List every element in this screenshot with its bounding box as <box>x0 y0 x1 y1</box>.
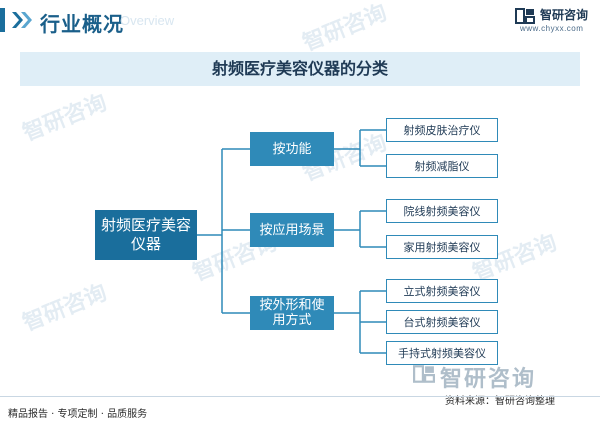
brand-url: www.chyxx.com <box>520 24 584 33</box>
root-node: 射频医疗美容仪器 <box>95 210 197 260</box>
leaf-node: 院线射频美容仪 <box>386 199 498 223</box>
brand-logo-icon <box>515 8 535 24</box>
leaf-node: 立式射频美容仪 <box>386 279 498 303</box>
category-node-form: 按外形和使用方式 <box>250 296 334 330</box>
header: 行业概况 Overview 智研咨询 www.chyxx.com <box>0 0 600 40</box>
page-subtitle-watermark: Overview <box>120 13 175 28</box>
double-chevron-icon <box>12 12 32 28</box>
category-node-function: 按功能 <box>250 132 334 166</box>
leaf-node: 家用射频美容仪 <box>386 235 498 259</box>
footer-logo-text: 智研咨询 <box>440 367 537 392</box>
leaf-node: 手持式射频美容仪 <box>386 341 498 365</box>
source-note: 资料来源：智研咨询整理 <box>445 396 555 407</box>
leaf-node: 射频减脂仪 <box>386 154 498 178</box>
page-title: 行业概况 <box>40 12 124 36</box>
header-accent-bar <box>0 8 5 32</box>
footer-tagline: 精品报告 · 专项定制 · 品质服务 <box>8 409 148 420</box>
footer-divider <box>0 396 600 397</box>
diagram-title-banner: 射频医疗美容仪器的分类 <box>20 52 580 86</box>
footer-logo-icon <box>413 365 435 383</box>
brand-name: 智研咨询 <box>540 8 589 22</box>
leaf-node: 射频皮肤治疗仪 <box>386 118 498 142</box>
category-node-scenario: 按应用场景 <box>250 213 334 247</box>
leaf-node: 台式射频美容仪 <box>386 310 498 334</box>
diagram-title: 射频医疗美容仪器的分类 <box>211 59 388 78</box>
